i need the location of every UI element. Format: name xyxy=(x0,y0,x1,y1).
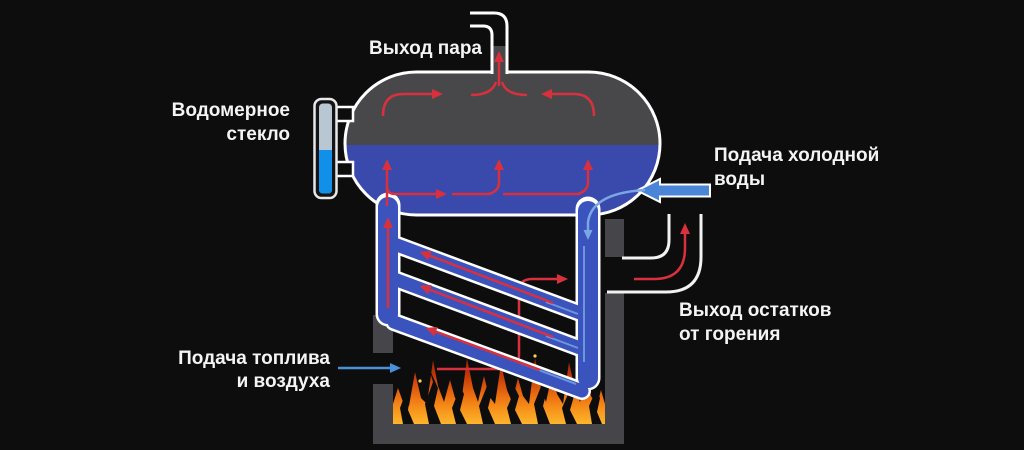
water-arrow-right-up xyxy=(503,159,593,196)
steam-output-label: Выход пара xyxy=(369,38,482,59)
labels: Выход пара Водомерное стекло Подача холо… xyxy=(172,38,880,392)
coil-pipes xyxy=(378,197,598,398)
fuel-air-label-line1: Подача топлива xyxy=(178,348,330,369)
hot-flow-arrows xyxy=(381,51,596,372)
water-gauge-glass xyxy=(313,97,355,200)
combustion-exit-label-line2: от горения xyxy=(679,324,780,345)
tube2-flow-arrow xyxy=(419,285,554,339)
water-arrow-branch-right xyxy=(385,185,447,199)
flue-pipe-inner-wall xyxy=(622,214,671,260)
tube3-flow-arrow xyxy=(425,326,541,372)
steam-pipe-outer-wall xyxy=(470,11,509,74)
flue-gas-outlet-pipe xyxy=(607,214,703,294)
furnace-floor xyxy=(373,424,624,444)
cold-water-label-line1: Подача холодной xyxy=(714,145,879,166)
furnace-walls xyxy=(373,219,624,444)
steam-arrow-center-left-branch xyxy=(470,81,498,97)
coil-tube-3 xyxy=(387,315,589,398)
tube1-flow-arrow xyxy=(419,251,554,305)
cold-water-flow-arrow xyxy=(583,188,646,240)
cold-water-label-line2: воды xyxy=(714,169,765,190)
water-arrow-center-up xyxy=(452,159,504,196)
steam-arrow-center-right-branch xyxy=(500,81,528,97)
flue-pipe-outer-wall xyxy=(607,214,703,294)
combustion-exit-label-line1: Выход остатков xyxy=(679,300,831,321)
fuel-air-label-line2: и воздуха xyxy=(237,371,331,392)
furnace-wall-right-lower xyxy=(605,293,624,444)
gauge-water-column xyxy=(319,150,332,194)
steam-arrow-right xyxy=(541,89,596,117)
water-gauge-label-line2: стекло xyxy=(226,124,290,145)
gas-flow-arrow-flue xyxy=(634,223,690,281)
water-gauge-label-line1: Водомерное xyxy=(172,100,290,121)
steam-arrow-left xyxy=(381,89,443,117)
steam-pipe-inner-wall xyxy=(470,24,494,74)
flame-silhouettes xyxy=(400,368,602,424)
cold-water-inlet xyxy=(583,177,711,240)
cold-water-inlet-pipe xyxy=(634,177,711,204)
furnace-wall-right-upper xyxy=(605,219,624,257)
